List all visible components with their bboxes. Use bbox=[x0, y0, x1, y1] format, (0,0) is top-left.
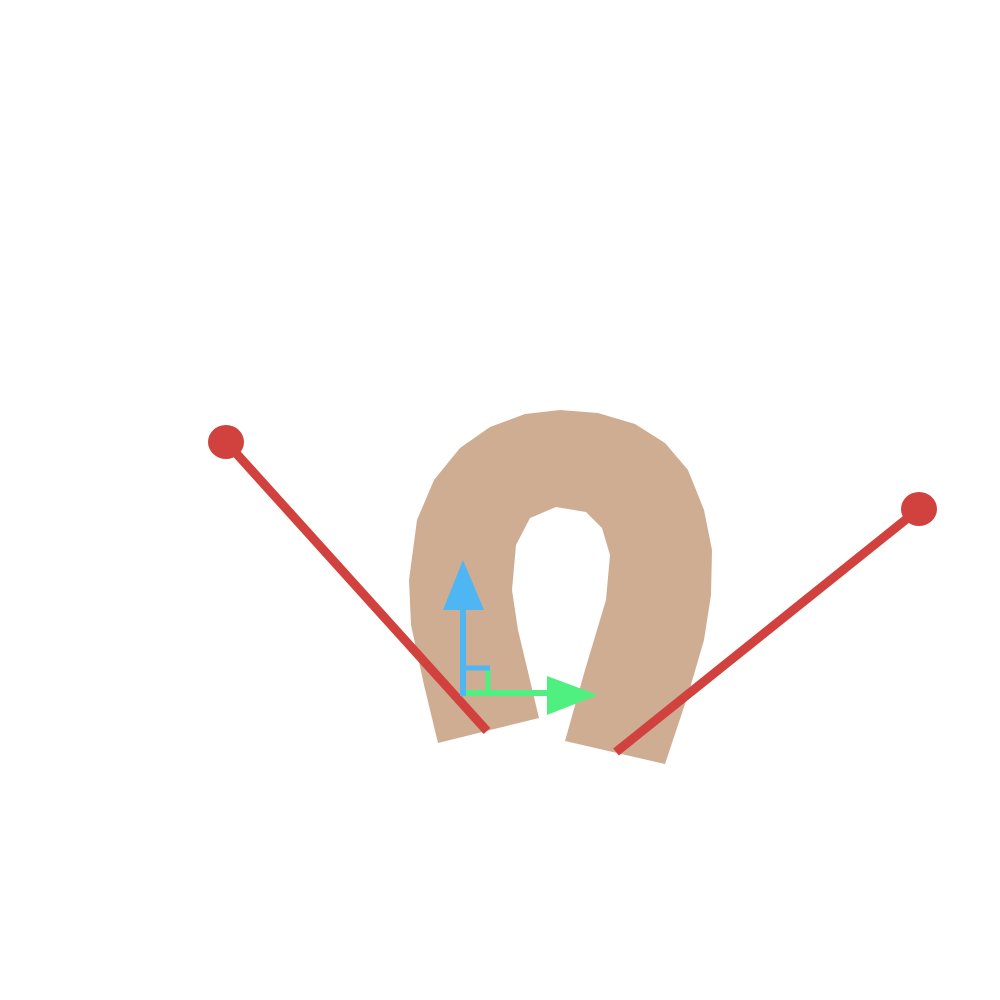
right-gripper-arm bbox=[613, 505, 922, 756]
left-gripper-arm bbox=[222, 438, 491, 735]
horseshoe-object bbox=[409, 410, 712, 764]
coordinate-axes bbox=[443, 560, 598, 715]
x-axis-arrowhead bbox=[547, 676, 598, 715]
left-gripper-knob bbox=[208, 425, 244, 459]
y-axis-arrowhead bbox=[443, 560, 484, 610]
right-gripper bbox=[613, 492, 937, 756]
left-gripper bbox=[208, 425, 491, 735]
right-gripper-knob bbox=[901, 492, 937, 526]
